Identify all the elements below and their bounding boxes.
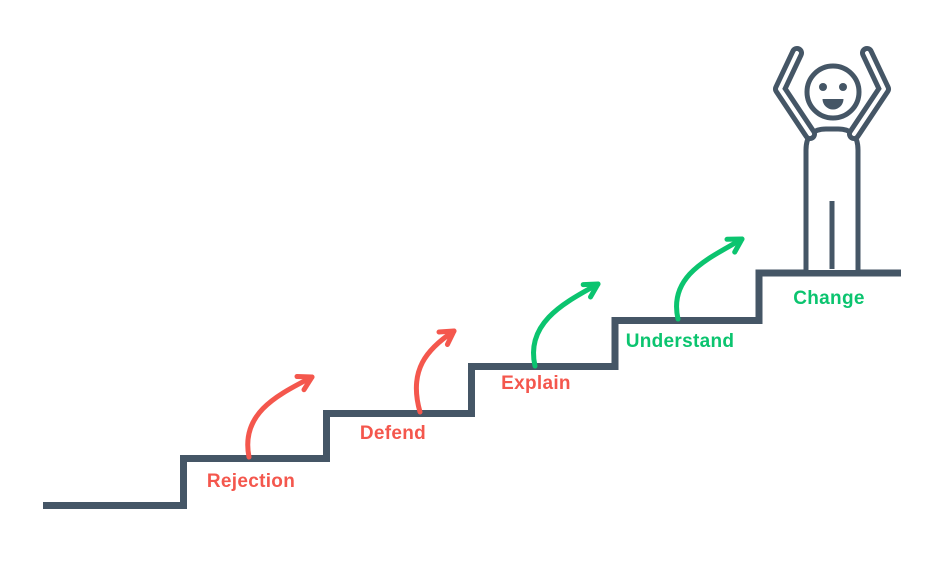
step-label-understand: Understand [625,331,735,352]
step-label-explain: Explain [501,373,571,394]
person-right-arm [847,46,891,141]
arrow-rejection-to-defend [245,374,315,460]
arrow-understand-to-change [674,236,745,322]
person-body [803,126,861,270]
person-left-eye [819,83,827,91]
step-label-rejection: Rejection [206,471,296,492]
person-right-eye [839,83,847,91]
step-label-change: Change [793,288,865,309]
staircase-line [43,269,901,509]
arrow-explain-to-understand [531,281,601,369]
person-left-arm [773,46,817,141]
person-smile [822,99,844,110]
arrow-defend-to-explain [413,328,457,415]
person-head [804,63,862,121]
celebrating-person [773,46,891,270]
step-label-defend: Defend [359,423,427,444]
